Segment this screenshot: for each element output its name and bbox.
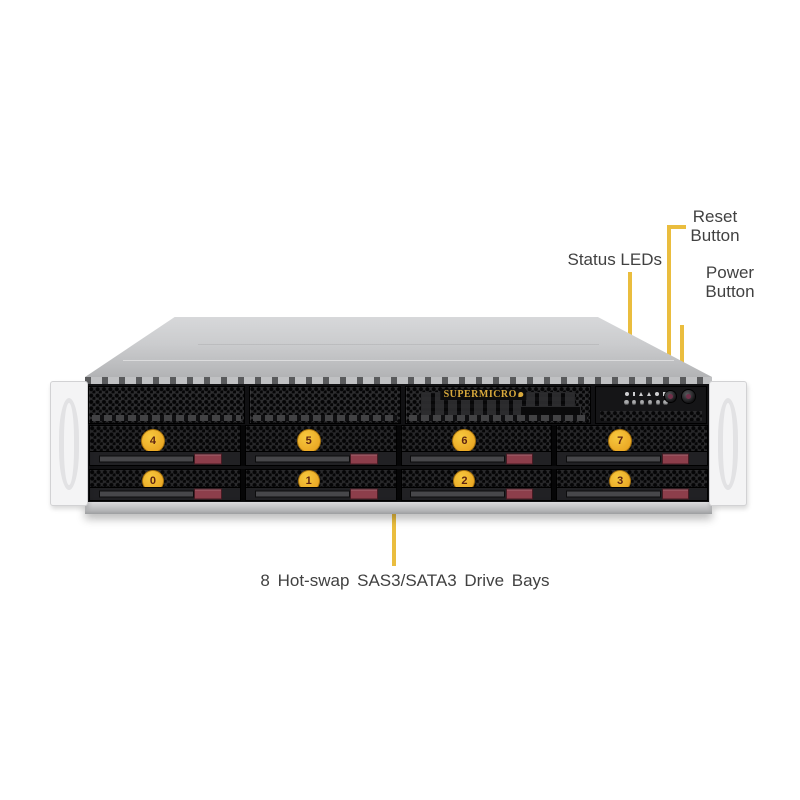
chassis-front-panel: SUPERMICRO	[85, 384, 712, 502]
drive-tray-face: 6	[401, 426, 552, 453]
drive-bay-1: 1	[244, 469, 397, 501]
status-led-icons	[625, 391, 667, 397]
bay-number-badge: 4	[140, 429, 165, 453]
drive-tray-face: 5	[245, 426, 396, 453]
tray-latch	[194, 453, 222, 464]
drive-tray-handle	[90, 487, 240, 500]
reset-button-callout-line	[667, 225, 671, 394]
tray-latch	[505, 453, 534, 464]
bay-number: 2	[461, 475, 468, 487]
drive-tray-face: 2	[401, 470, 552, 492]
bay-number: 1	[305, 475, 312, 487]
power-led-icon	[625, 392, 629, 396]
vent-grille	[88, 386, 245, 424]
tray-latch	[350, 488, 378, 500]
bay-number-badge: 5	[296, 429, 321, 453]
nic2-led-icon	[647, 392, 651, 396]
drive-bays-label: 8 Hot-swap SAS3/SATA3 Drive Bays	[260, 571, 550, 590]
drive-bay-0: 0	[89, 469, 241, 501]
drive-tray-handle	[401, 451, 552, 465]
status-led-dots	[624, 400, 668, 405]
drive-bay-3: 3	[556, 469, 708, 501]
status-leds-callout-line	[628, 272, 632, 390]
drive-tray-handle	[245, 451, 396, 465]
bay-number: 4	[149, 435, 156, 447]
drive-bay-5: 5	[244, 425, 397, 466]
rack-ear-right	[709, 381, 747, 506]
reset-button-label: Reset Button	[690, 207, 740, 245]
vent-grille	[249, 386, 401, 424]
drive-tray-handle	[245, 487, 396, 500]
handle-bar	[566, 490, 662, 498]
bay-number-badge: 2	[453, 470, 476, 492]
drive-bay-2: 2	[400, 469, 553, 501]
vent-slots	[409, 415, 587, 421]
power-button	[682, 390, 695, 403]
chassis-base	[85, 502, 712, 514]
drive-bay-6: 6	[400, 425, 553, 466]
vent-slots	[253, 415, 397, 421]
tray-latch	[350, 453, 378, 464]
bay-number: 6	[461, 435, 468, 447]
drive-bays-callout-line	[392, 504, 396, 566]
drive-bay-4: 4	[89, 425, 241, 466]
handle-bar	[98, 490, 194, 498]
drive-tray-handle	[401, 487, 552, 500]
drive-tray-face: 1	[245, 470, 396, 492]
bay-number-badge: 7	[608, 429, 633, 453]
drive-tray-handle	[90, 451, 240, 465]
status-led	[631, 400, 637, 405]
handle-bar	[98, 455, 194, 462]
ear-handle-cutout	[59, 397, 79, 490]
bay-number: 5	[305, 435, 312, 447]
bay-number-badge: 6	[452, 429, 477, 453]
drive-tray-face: 7	[557, 426, 707, 453]
vent-grille-logo-section: SUPERMICRO	[405, 386, 591, 424]
drive-tray-face: 0	[90, 470, 240, 492]
status-led	[639, 400, 645, 405]
drive-bay-row-bottom: 0 1 2	[89, 469, 708, 501]
nic1-led-icon	[639, 392, 643, 396]
tray-latch	[505, 488, 534, 500]
handle-bar	[254, 455, 350, 462]
ear-handle-cutout	[718, 397, 738, 490]
handle-bar	[410, 455, 506, 462]
reset-button-callout-elbow	[667, 225, 686, 229]
vent-slots	[92, 415, 241, 421]
tray-latch	[194, 488, 222, 500]
status-led	[655, 400, 661, 405]
drive-bay-7: 7	[556, 425, 708, 466]
overheat-led-icon	[655, 392, 659, 396]
handle-bar	[410, 490, 506, 498]
reset-button	[665, 391, 676, 402]
drive-tray-handle	[557, 487, 707, 500]
status-leds-label: Status LEDs	[567, 250, 663, 269]
power-button-callout-line	[680, 325, 684, 394]
hdd-led-icon	[633, 392, 635, 396]
bay-number: 0	[149, 475, 156, 487]
status-led	[624, 400, 629, 405]
handle-bar	[254, 490, 350, 498]
drive-bay-row-top: 4 5 6	[89, 425, 708, 466]
drive-tray-face: 3	[557, 470, 707, 492]
chassis-top-cover	[85, 317, 712, 377]
handle-bar	[566, 455, 662, 462]
control-panel-vents	[600, 411, 702, 421]
drive-tray-face: 4	[90, 426, 240, 453]
bay-number: 3	[617, 475, 624, 487]
rack-ear-left	[50, 381, 88, 506]
front-control-panel	[595, 386, 707, 424]
status-led	[663, 400, 668, 405]
tray-latch	[661, 453, 690, 464]
power-button-label: Power Button	[705, 263, 755, 301]
supermicro-logo: SUPERMICRO	[440, 389, 526, 400]
bay-number: 7	[617, 435, 624, 447]
status-led	[647, 400, 653, 405]
tray-latch	[661, 488, 690, 500]
drive-tray-handle	[557, 451, 707, 465]
